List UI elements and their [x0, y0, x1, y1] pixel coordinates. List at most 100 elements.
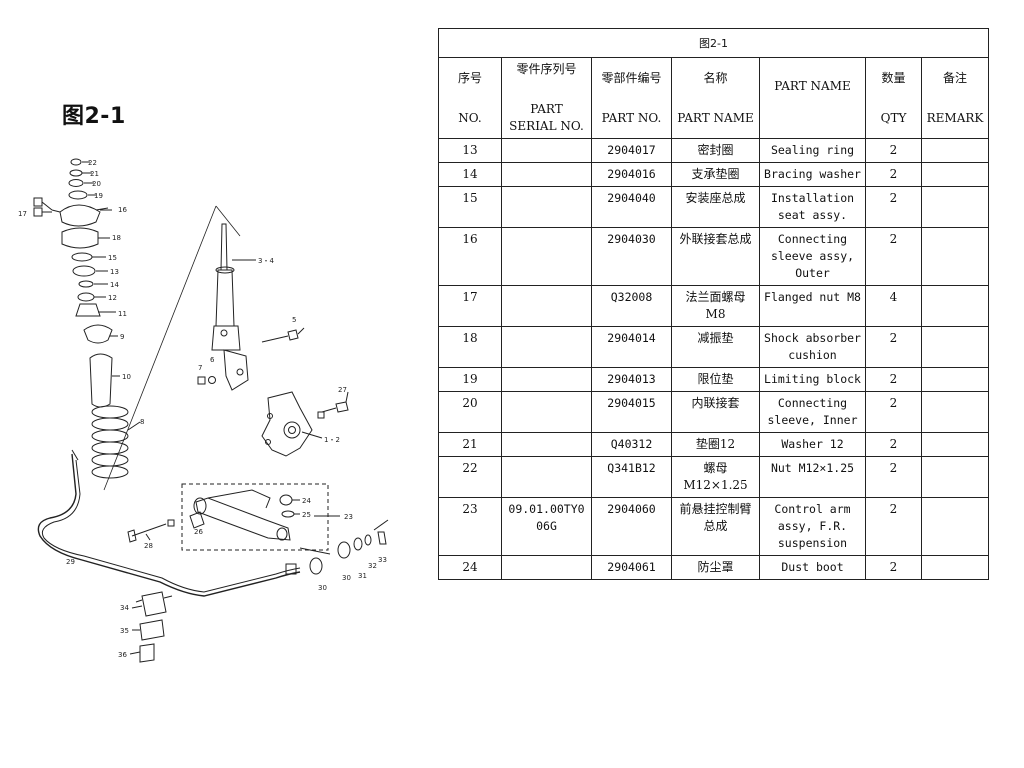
header-remark: 备注 REMARK [920, 57, 990, 139]
cell-remark [920, 186, 990, 228]
cell-qty: 2 [865, 497, 922, 556]
part-8-coil-spring [91, 405, 129, 479]
cell-remark [920, 227, 990, 286]
cell-part-no: 2904014 [591, 326, 672, 368]
cell-name-en: Connecting sleeve, Inner [759, 391, 866, 433]
cell-remark [920, 555, 990, 580]
cell-serial [501, 326, 592, 368]
cell-qty: 2 [865, 555, 922, 580]
cell-remark [920, 138, 990, 163]
cell-no: 16 [438, 227, 502, 286]
header-remark-en: REMARK [926, 110, 984, 125]
cell-name-cn: 外联接套总成 [671, 227, 760, 286]
header-serial-cn: 零件序列号 [516, 62, 577, 76]
part-30-bush-b [337, 541, 351, 559]
cell-serial [501, 432, 592, 457]
cell-qty: 2 [865, 138, 922, 163]
cell-part-no: 2904013 [591, 367, 672, 392]
part-33-pin [377, 531, 387, 545]
cell-name-en: Flanged nut M8 [759, 285, 866, 327]
cell-name-cn: 减振垫 [671, 326, 760, 368]
cell-name-cn: 支承垫圈 [671, 162, 760, 187]
callout-25: 25 [302, 511, 311, 519]
cell-no: 21 [438, 432, 502, 457]
callout-7: 7 [198, 364, 202, 372]
callout-15: 15 [108, 254, 117, 262]
part-11-bumper [75, 303, 101, 317]
cell-no: 17 [438, 285, 502, 327]
callout-22: 22 [88, 159, 97, 167]
callout-9: 9 [120, 333, 124, 341]
header-serial: 零件序列号 PART SERIAL NO. [501, 57, 592, 139]
cell-part-no: 2904060 [591, 497, 672, 556]
cell-part-no: Q341B12 [591, 456, 672, 498]
callout-35: 35 [120, 627, 129, 635]
part-5-bolt [261, 329, 299, 343]
cell-qty: 2 [865, 227, 922, 286]
callout-26: 26 [194, 528, 203, 536]
cell-serial [501, 555, 592, 580]
callout-12: 12 [108, 294, 117, 302]
callout-20: 20 [92, 180, 101, 188]
cell-qty: 4 [865, 285, 922, 327]
part-15-seat [71, 252, 93, 262]
cell-name-en: Washer 12 [759, 432, 866, 457]
cell-qty: 2 [865, 162, 922, 187]
part-26-bush [189, 511, 205, 529]
callout-34: 34 [120, 604, 129, 612]
part-9-cap [83, 324, 113, 344]
cell-serial [501, 162, 592, 187]
cell-name-cn: 内联接套 [671, 391, 760, 433]
header-remark-cn: 备注 [943, 70, 968, 85]
callout-23: 23 [344, 513, 353, 521]
callout-28: 28 [144, 542, 153, 550]
callout-18: 18 [112, 234, 121, 242]
callout-11: 11 [118, 310, 127, 318]
cell-name-cn: 密封圈 [671, 138, 760, 163]
part-21-washer [69, 169, 83, 177]
cell-serial [501, 138, 592, 163]
suspension-exploded-diagram: 22 21 20 19 17 16 18 15 13 14 12 11 9 10… [0, 140, 430, 680]
cell-name-en: Dust boot [759, 555, 866, 580]
cell-name-en: Shock absorber cushion [759, 326, 866, 368]
cell-qty: 2 [865, 391, 922, 433]
cell-part-no: Q40312 [591, 432, 672, 457]
header-part-no-cn: 零部件编号 [601, 70, 662, 85]
cell-qty: 2 [865, 186, 922, 228]
cell-remark [920, 456, 990, 498]
cell-no: 24 [438, 555, 502, 580]
cell-no: 18 [438, 326, 502, 368]
cell-no: 22 [438, 456, 502, 498]
header-no-cn: 序号 [457, 70, 482, 85]
cell-serial: 09.01.00TY006G [501, 497, 592, 556]
cell-serial [501, 227, 592, 286]
part-13-ring [72, 265, 96, 277]
cell-qty: 2 [865, 367, 922, 392]
callout-24: 24 [302, 497, 311, 505]
callout-29: 29 [66, 558, 75, 566]
part-24-boot [279, 494, 293, 506]
callout-16: 16 [118, 206, 127, 214]
cell-no: 14 [438, 162, 502, 187]
cell-serial [501, 367, 592, 392]
cell-remark [920, 497, 990, 556]
cell-no: 13 [438, 138, 502, 163]
cell-serial [501, 456, 592, 498]
callout-17: 17 [18, 210, 27, 218]
header-serial-en: PART SERIAL NO. [509, 102, 584, 133]
cell-name-cn: 螺母M12×1.25 [671, 456, 760, 498]
part-27-bolt [321, 401, 349, 413]
cell-remark [920, 285, 990, 327]
cell-name-en: Nut M12×1.25 [759, 456, 866, 498]
